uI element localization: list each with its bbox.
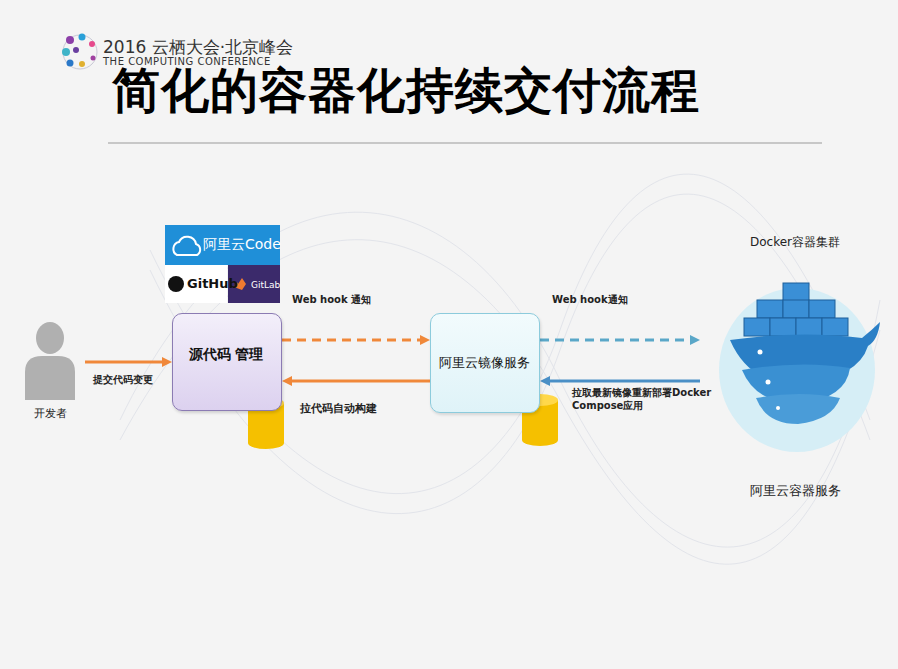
flow-arrow [282,376,430,386]
node-text: 开发者 [15,406,85,421]
aliyun-code-logo [165,225,280,265]
process-box: 阿里云镜像服务 [430,313,540,413]
logo-text: GitLab [251,280,280,290]
edge-label: 提交代码变更 [93,374,183,387]
title-rule [108,142,822,143]
slide-title: 简化的容器化持续交付流程 [112,60,812,120]
docker-whale [719,283,880,452]
logo-text: THE COMPUTING CONFERENCE [103,56,271,67]
logo-text: 2016 云栖大会·北京峰会 [103,36,293,59]
edge-label: Web hook 通知 [292,293,402,307]
node-text: 阿里云容器服务 [700,482,890,500]
flow-arrow [540,376,700,386]
arrow-head [162,357,172,367]
conference-logo [62,34,97,70]
arrow-line [85,361,164,364]
arrow-line [548,380,700,383]
edge-label: Web hook通知 [552,293,662,307]
process-box: 源代码 管理 [172,313,282,411]
arrow-line [540,339,692,342]
arrow-head [540,376,550,386]
node-text: Docker容器集群 [700,234,890,251]
cluster-node: Docker容器集群阿里云容器服务 [700,230,890,505]
actor-node: 开发者 [15,318,85,428]
arrow-line [290,380,430,383]
arrow-head [690,335,700,345]
edge-label: 拉取最新镜像重新部署Docker Compose应用 [572,386,724,412]
arrow-line [282,339,422,342]
flow-arrow [85,357,172,367]
developer-figure [25,322,75,400]
node-text: 源代码 管理 [181,344,271,364]
arrow-head [420,335,430,345]
github-octocat [168,276,184,292]
arrow-head [282,376,292,386]
code-cloud-icon [173,237,200,255]
edge-label: 拉代码自动构建 [300,402,420,416]
flow-arrow [540,335,700,345]
flow-arrow [282,335,430,345]
logo-text: 阿里云Code [203,236,281,254]
logo-text: GitHub [187,276,238,291]
node-text: 阿里云镜像服务 [433,354,536,372]
